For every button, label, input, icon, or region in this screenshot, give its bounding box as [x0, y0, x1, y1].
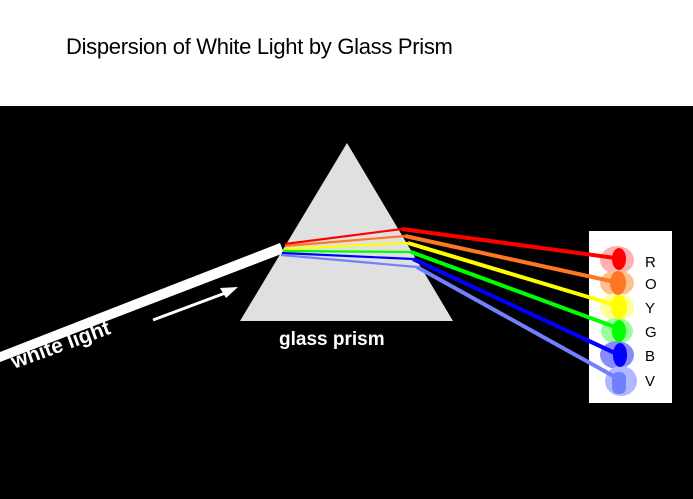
legend-letter-yellow: Y [645, 300, 656, 317]
legend-letter-violet: V [645, 373, 656, 390]
white-light-beam [0, 243, 284, 362]
glass-prism [240, 143, 453, 321]
title-band: Dispersion of White Light by Glass Prism [0, 0, 693, 106]
internal-rays [280, 227, 418, 269]
direction-arrow-icon [152, 287, 238, 322]
exit-rays [401, 227, 618, 380]
prism-label: glass prism [279, 329, 385, 350]
legend-letter-red: R [645, 254, 656, 271]
spectrum-spots [610, 248, 627, 394]
diagram-title: Dispersion of White Light by Glass Prism [66, 34, 453, 59]
legend-letter-orange: O [645, 276, 657, 293]
legend-letter-green: G [645, 324, 657, 341]
legend-letter-blue: B [645, 348, 656, 365]
